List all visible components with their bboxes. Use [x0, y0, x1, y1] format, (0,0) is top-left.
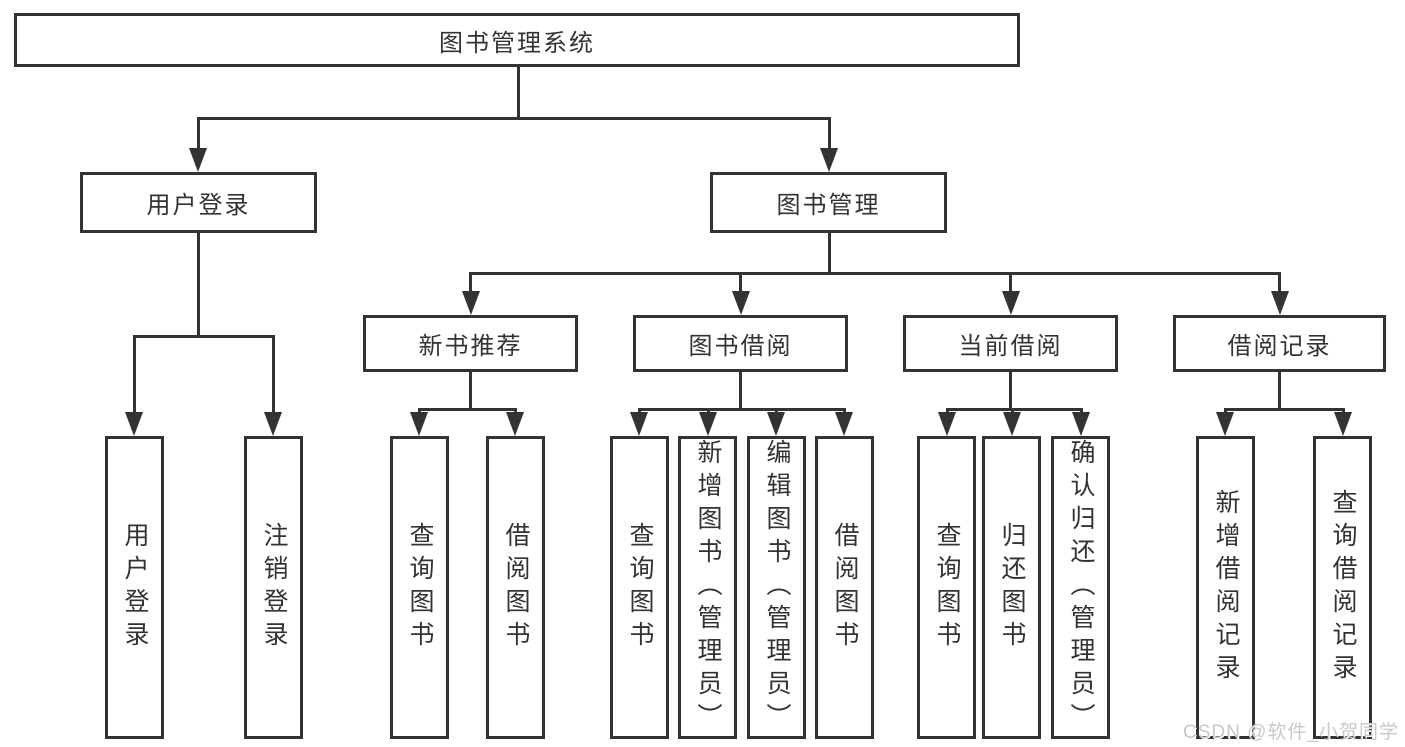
leaf-borrow-books-recommend: 借阅图书 [486, 436, 545, 739]
leaf-edit-books-admin-label: 编辑图书（管理员） [763, 439, 791, 736]
leaf-add-borrow-record-label: 新增借阅记录 [1212, 488, 1240, 687]
connector-line [133, 335, 136, 412]
node-current-borrow-label: 当前借阅 [958, 333, 1063, 360]
leaf-query-books-recommend: 查询图书 [390, 436, 449, 739]
leaf-query-books-current: 查询图书 [917, 436, 976, 739]
arrow-down-icon [732, 291, 750, 315]
connector-line [843, 408, 846, 415]
node-book-borrow: 图书借阅 [633, 315, 848, 372]
connector-line [739, 372, 742, 408]
arrow-down-icon [506, 412, 524, 436]
node-book-borrow-label: 图书借阅 [688, 333, 793, 360]
node-new-book-recommend-label: 新书推荐 [418, 333, 523, 360]
connector-line [739, 272, 742, 291]
node-library-system: 图书管理系统 [14, 13, 1020, 67]
node-library-system-label: 图书管理系统 [439, 29, 595, 57]
node-book-management-label: 图书管理 [776, 192, 881, 219]
leaf-query-borrow-record-label: 查询借阅记录 [1329, 488, 1357, 687]
leaf-query-books-borrow-label: 查询图书 [626, 521, 654, 654]
arrow-down-icon [189, 148, 207, 172]
leaf-logout: 注销登录 [244, 436, 303, 739]
arrow-down-icon [938, 412, 956, 436]
csdn-watermark: CSDN @软件_小贺同学 [1183, 722, 1399, 743]
leaf-borrow-books: 借阅图书 [815, 436, 874, 739]
node-user-login: 用户登录 [80, 172, 317, 233]
connector-line [1224, 408, 1345, 411]
node-book-management: 图书管理 [710, 172, 947, 233]
connector-line [1011, 408, 1014, 415]
connector-line [1278, 272, 1281, 291]
leaf-edit-books-admin: 编辑图书（管理员） [747, 436, 806, 739]
leaf-logout-label: 注销登录 [260, 521, 288, 654]
connector-line [1278, 372, 1281, 408]
arrow-down-icon [630, 412, 648, 436]
arrow-down-icon [820, 148, 838, 172]
node-borrow-records: 借阅记录 [1173, 315, 1386, 372]
node-user-login-label: 用户登录 [146, 192, 251, 219]
arrow-down-icon [125, 412, 143, 436]
node-borrow-records-label: 借阅记录 [1227, 333, 1332, 360]
node-current-borrow: 当前借阅 [903, 315, 1118, 372]
connector-line [638, 408, 641, 415]
connector-line [197, 117, 200, 148]
connector-line [828, 117, 831, 148]
arrow-down-icon [462, 291, 480, 315]
connector-line [272, 335, 275, 412]
leaf-add-books-admin-label: 新增图书（管理员） [694, 439, 722, 736]
leaf-query-borrow-record: 查询借阅记录 [1313, 436, 1372, 739]
leaf-user-login: 用户登录 [105, 436, 164, 739]
connector-line [775, 408, 778, 415]
connector-line [828, 233, 831, 272]
node-new-book-recommend: 新书推荐 [363, 315, 578, 372]
arrow-down-icon [1003, 412, 1021, 436]
leaf-return-books-label: 归还图书 [998, 521, 1026, 654]
leaf-query-books-recommend-label: 查询图书 [406, 521, 434, 654]
connector-line [197, 233, 200, 335]
connector-line [707, 408, 710, 415]
connector-line [197, 117, 831, 120]
leaf-return-books: 归还图书 [982, 436, 1041, 739]
leaf-user-login-label: 用户登录 [121, 521, 149, 654]
leaf-add-books-admin: 新增图书（管理员） [678, 436, 737, 739]
connector-line [517, 67, 520, 117]
arrow-down-icon [1271, 291, 1289, 315]
connector-line [469, 372, 472, 408]
connector-line [514, 408, 517, 415]
arrow-down-icon [264, 412, 282, 436]
leaf-borrow-books-label: 借阅图书 [831, 521, 859, 654]
connector-line [469, 272, 1281, 275]
arrow-down-icon [1002, 291, 1020, 315]
leaf-query-books-current-label: 查询图书 [933, 521, 961, 654]
connector-line [946, 408, 949, 415]
connector-line [469, 272, 472, 291]
arrow-down-icon [410, 412, 428, 436]
connector-line [1009, 272, 1012, 291]
connector-line [946, 408, 1083, 411]
leaf-confirm-return-admin-label: 确认归还（管理员） [1067, 439, 1095, 736]
leaf-borrow-books-recommend-label: 借阅图书 [502, 521, 530, 654]
connector-line [638, 408, 846, 411]
arrow-down-icon [835, 412, 853, 436]
arrow-down-icon [1334, 412, 1352, 436]
connector-line [1224, 408, 1227, 415]
connector-line [1342, 408, 1345, 415]
arrow-down-icon [1216, 412, 1234, 436]
arrow-down-icon [699, 412, 717, 436]
leaf-add-borrow-record: 新增借阅记录 [1196, 436, 1255, 739]
connector-line [133, 335, 275, 338]
arrow-down-icon [767, 412, 785, 436]
connector-line [418, 408, 421, 415]
leaf-confirm-return-admin: 确认归还（管理员） [1051, 436, 1110, 739]
connector-line [1009, 372, 1012, 408]
connector-line [418, 408, 517, 411]
arrow-down-icon [1072, 412, 1090, 436]
leaf-query-books-borrow: 查询图书 [610, 436, 669, 739]
connector-line [1080, 408, 1083, 415]
